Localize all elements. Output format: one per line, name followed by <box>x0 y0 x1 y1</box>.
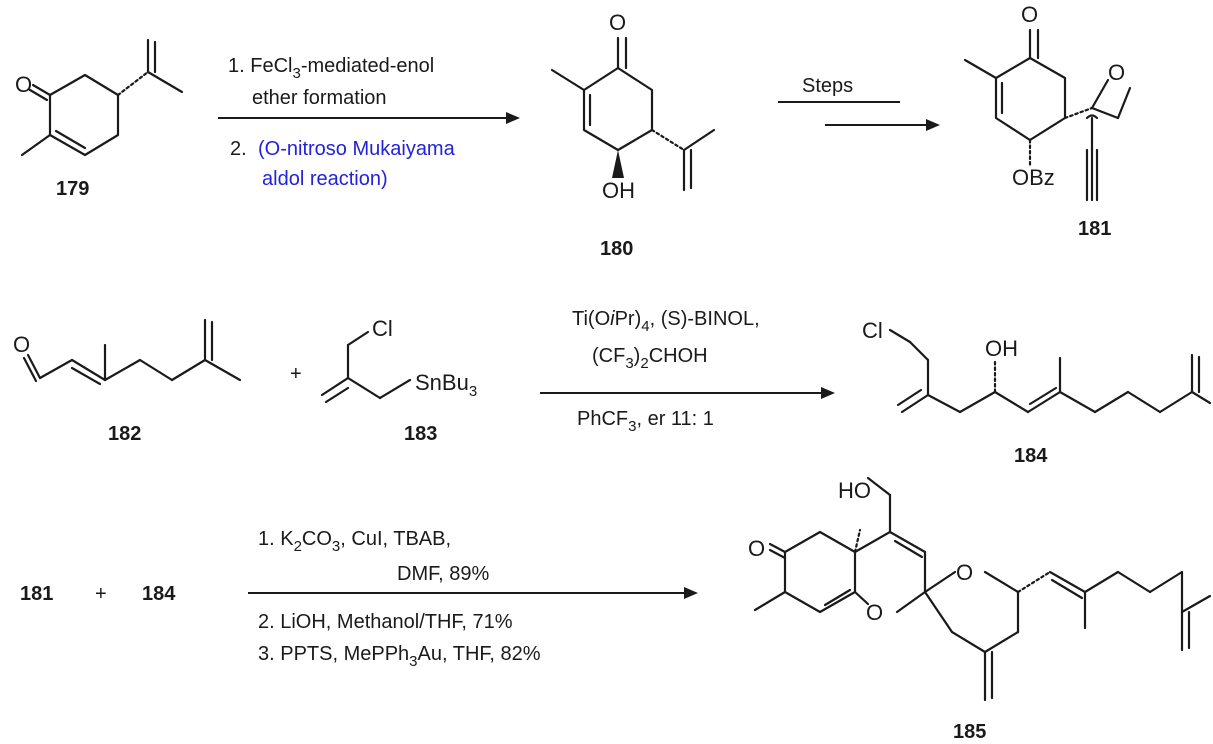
compound-181-structure: O O OBz <box>963 2 1132 202</box>
condition-cyclization: 3. PPTS, MePPh3Au, THF, 82% <box>258 643 541 670</box>
hydroxyl-180: OH <box>602 178 635 203</box>
compound-182-structure: O <box>13 318 242 386</box>
condition-additive: (CF3)2CHOH <box>592 345 708 372</box>
arrow-head-1 <box>506 112 520 124</box>
benzoate-181: OBz <box>1012 165 1055 190</box>
atom-oxygen-181: O <box>1021 2 1038 27</box>
compound-label-180: 180 <box>600 238 633 260</box>
epoxide-oxygen-181: O <box>1108 60 1125 85</box>
condition-hydrolysis: 2. LiOH, Methanol/THF, 71% <box>258 611 513 633</box>
hydroxyl-184: OH <box>985 336 1018 361</box>
compound-label-179: 179 <box>56 178 89 200</box>
compound-180-structure: O OH <box>550 10 716 203</box>
reactant-181: 181 <box>20 583 53 605</box>
condition-step-1-line2: ether formation <box>252 87 387 109</box>
condition-catalyst: Ti(OiPr)4, (S)-BINOL, <box>572 308 760 335</box>
condition-steps: Steps <box>802 75 853 97</box>
reactant-184: 184 <box>142 583 176 605</box>
atom-oxygen-180: O <box>609 10 626 35</box>
aldehyde-oxygen-182: O <box>13 332 30 357</box>
atom-oxygen: O <box>15 72 32 97</box>
arrow-head-4 <box>684 587 698 599</box>
ring-oxygen-185a: O <box>866 600 883 625</box>
plus-sign-row3: + <box>95 583 107 605</box>
ketone-oxygen-185: O <box>748 536 765 561</box>
arrow-head-3 <box>821 387 835 399</box>
stannane-183: SnBu3 <box>415 370 477 400</box>
condition-coupling: 1. K2CO3, CuI, TBAB, <box>258 528 451 555</box>
compound-label-181: 181 <box>1078 218 1111 240</box>
condition-step-2-number: 2. <box>230 138 247 160</box>
condition-step-1: 1. FeCl3-mediated-enol <box>228 55 434 82</box>
condition-step-2-line1: (O-nitroso Mukaiyama <box>258 138 456 160</box>
condition-step-2-line2: aldol reaction) <box>262 168 388 190</box>
compound-label-183: 183 <box>404 423 437 445</box>
chlorine-184: Cl <box>862 318 883 343</box>
compound-183-structure: Cl SnBu3 <box>320 316 477 404</box>
condition-coupling-line2: DMF, 89% <box>397 563 489 585</box>
compound-179-structure: O <box>15 38 184 157</box>
condition-solvent-er: PhCF3, er 11: 1 <box>577 408 714 435</box>
hydroxymethyl-185: HO <box>838 478 871 503</box>
compound-184-structure: Cl OH <box>862 318 1212 414</box>
compound-label-184: 184 <box>1014 445 1048 467</box>
compound-label-185: 185 <box>953 721 986 743</box>
chlorine-183: Cl <box>372 316 393 341</box>
compound-185-structure: O O O HO <box>748 476 1212 702</box>
arrow-head-2 <box>926 119 940 131</box>
plus-sign-row2: + <box>290 363 302 385</box>
compound-label-182: 182 <box>108 423 141 445</box>
ring-oxygen-185b: O <box>956 560 973 585</box>
